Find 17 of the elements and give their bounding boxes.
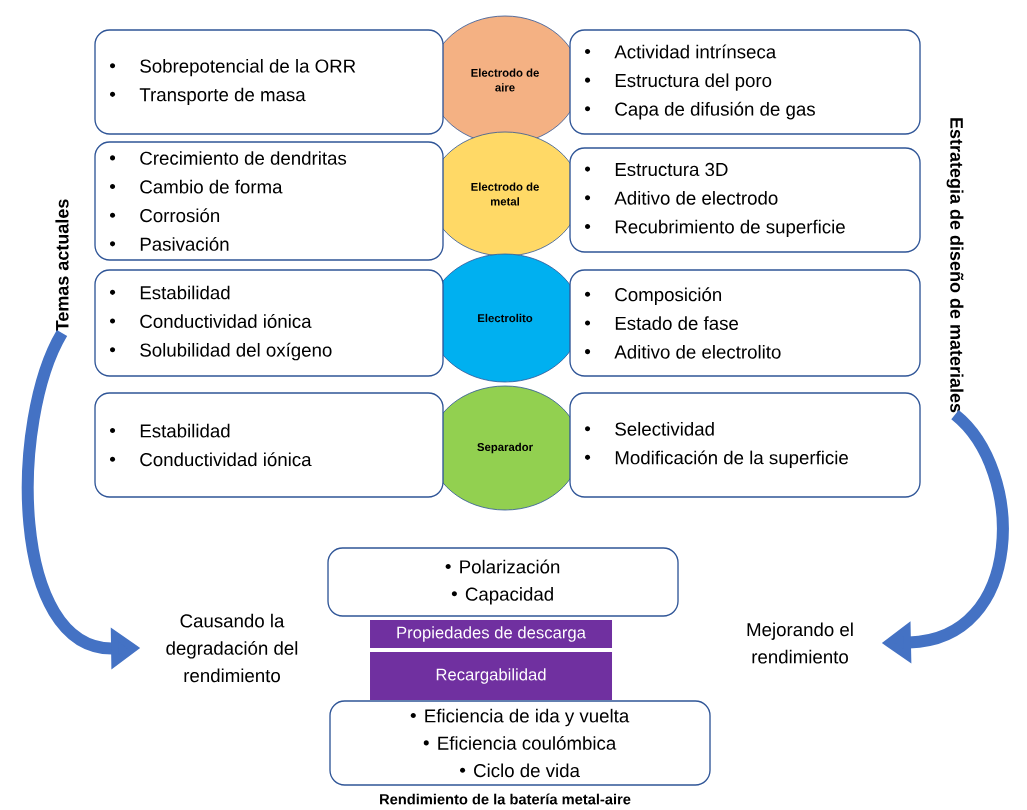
side-heading: Estrategia de diseño de materiales: [946, 118, 964, 413]
text-box: Crecimiento de dendritas Cambio de forma Corrosión Pasivación: [94, 141, 444, 261]
text-box: Estabilidad Conductividad iónica: [94, 392, 444, 498]
caption: Rendimiento de la batería metal-aire: [380, 793, 631, 805]
effect-text: Mejorando el rendimiento: [747, 622, 853, 664]
text-box: Estabilidad Conductividad iónica Solubilidad del oxígeno: [94, 269, 444, 377]
text-box: Selectividad Modificación de la superficie: [569, 392, 921, 498]
side-heading: Temas actuales: [55, 199, 69, 332]
text-box: Estructura 3D Aditivo de electrodo Recubrimiento de superficie: [569, 147, 921, 253]
text-box: Sobrepotencial de la ORR Transporte de masa: [94, 29, 444, 135]
text-box: Eficiencia de ida y vuelta Eficiencia coulómbica Ciclo de vida: [329, 700, 711, 786]
text-box: Composición Estado de fase Aditivo de electrolito: [569, 269, 921, 377]
property-band: Propiedades de descarga: [370, 620, 612, 648]
text-box: Actividad intrínseca Estructura del poro Capa de difusión de gas: [569, 29, 921, 135]
property-band: Recargabilidad: [370, 652, 612, 700]
effect-text: Causando la degradación del rendimiento: [166, 613, 298, 683]
text-box: Polarización Capacidad: [327, 547, 679, 617]
